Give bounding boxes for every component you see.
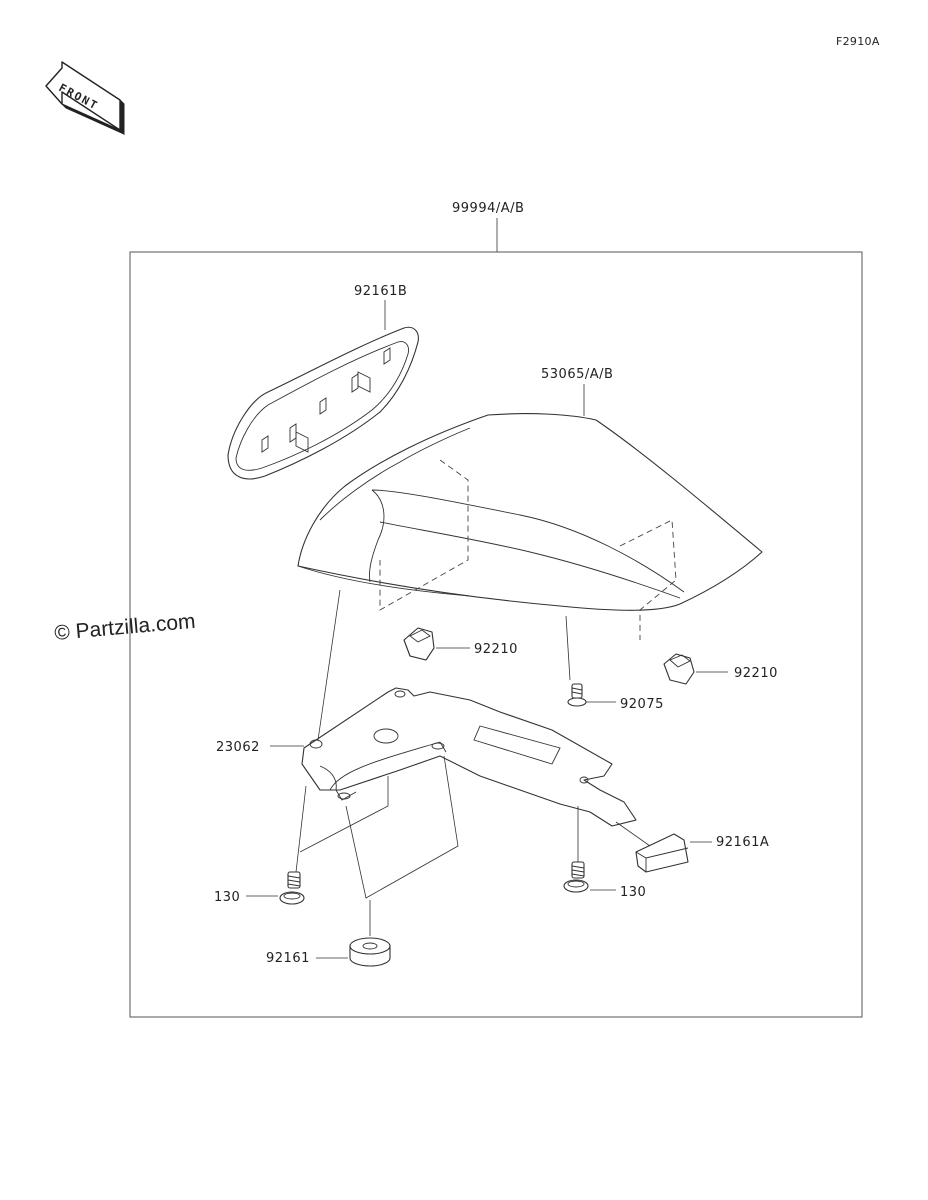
diagram-code: F2910A xyxy=(836,35,880,48)
grommet-part[interactable] xyxy=(349,937,391,967)
seat-cover-label: 53065/A/B xyxy=(541,367,613,382)
grommet-label: 92161 xyxy=(266,951,310,966)
watermark: © Partzilla.com xyxy=(53,610,196,645)
pad-rear-label: 92161A xyxy=(716,835,769,850)
grommet-guide-line xyxy=(345,755,459,899)
assembly-label: 99994/A/B xyxy=(452,201,524,216)
damper-right-label: 92210 xyxy=(734,666,778,681)
screw-part[interactable] xyxy=(567,683,587,707)
bolt-right-part[interactable] xyxy=(563,861,589,893)
bolt-left-part[interactable] xyxy=(279,871,305,905)
damper-right-part[interactable] xyxy=(663,653,695,685)
seat-hidden-line-1 xyxy=(379,459,469,611)
screw-label: 92075 xyxy=(620,697,664,712)
bracket-part[interactable] xyxy=(301,687,637,827)
screw-guide-line xyxy=(565,615,571,681)
pad-rear-guide-line xyxy=(615,821,651,847)
assembly-frame xyxy=(129,251,863,1018)
bolt-left-guide-line xyxy=(295,785,307,873)
front-arrow-icon: FRONT xyxy=(45,61,125,136)
seat-hidden-line-2 xyxy=(619,519,677,640)
damper-left-part[interactable] xyxy=(403,627,435,661)
damper-left-label: 92210 xyxy=(474,642,518,657)
bracket-guide-line xyxy=(317,589,341,741)
seat-cover-part[interactable] xyxy=(297,413,763,611)
bolt-left-label: 130 xyxy=(214,890,240,905)
pad-rear-part[interactable] xyxy=(635,833,689,873)
bolt-left-guide-line-2 xyxy=(299,776,389,853)
pad-top-label: 92161B xyxy=(354,284,407,299)
bracket-label: 23062 xyxy=(216,740,260,755)
pad-top-part[interactable] xyxy=(227,326,419,480)
bolt-right-label: 130 xyxy=(620,885,646,900)
